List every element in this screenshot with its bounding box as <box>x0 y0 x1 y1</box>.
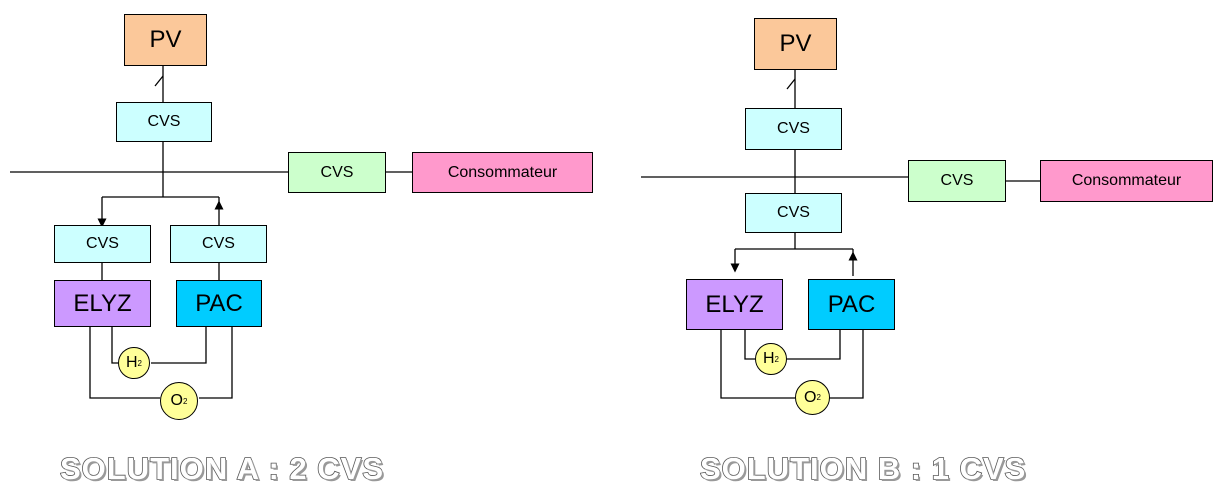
solution-b-cvs-storage-label: CVS <box>777 204 810 221</box>
solution-a-consumer-label: Consommateur <box>447 163 558 181</box>
solution-b-o2-symbol: O <box>804 388 817 406</box>
solution-a-o2-symbol: O <box>170 392 183 409</box>
solution-a-cvs-pac-box: CVS <box>170 225 267 263</box>
solution-b-o2-subscript: 2 <box>816 393 821 402</box>
solution-b-h2-subscript: 2 <box>774 354 779 364</box>
solution-b-pac-label: PAC <box>827 290 876 318</box>
solution-a-wiring <box>10 66 412 399</box>
solution-b-cvs-storage-box: CVS <box>745 193 842 233</box>
solution-a-cvs-consumer-box: CVS <box>288 152 386 193</box>
solution-b-cvs-consumer-label: CVS <box>940 172 974 189</box>
solution-a-pac-label: PAC <box>195 289 243 317</box>
solution-b-cvs-pv-box: CVS <box>745 108 842 150</box>
solution-b-cvs-pv-label: CVS <box>777 120 810 137</box>
solution-a-h2-subscript: 2 <box>137 358 142 368</box>
solution-b-pv-box: PV <box>754 18 837 70</box>
solution-a-pv-label: PV <box>149 26 182 53</box>
solution-a-elyz-label: ELYZ <box>73 289 132 317</box>
solution-a-pac-box: PAC <box>176 280 262 327</box>
solution-b-cvs-consumer-box: CVS <box>908 160 1006 202</box>
solution-b-elyz-label: ELYZ <box>705 290 764 318</box>
solution-b-h2-symbol: H <box>762 350 775 367</box>
solution-a-cvs-consumer-label: CVS <box>320 163 354 181</box>
solution-a-cvs-pv-box: CVS <box>116 102 212 142</box>
solution-a-cvs-elyz-box: CVS <box>54 225 151 263</box>
solution-a-cvs-pv-label: CVS <box>147 113 181 130</box>
solution-b-pv-label: PV <box>779 30 812 57</box>
solution-a-pv-box: PV <box>124 14 207 66</box>
solution-a-o2-subscript: 2 <box>183 396 188 406</box>
solution-a-cvs-pac-label: CVS <box>202 235 235 252</box>
solution-a-consumer-box: Consommateur <box>412 152 593 193</box>
solution-b-consumer-box: Consommateur <box>1040 160 1213 202</box>
solution-b-elyz-box: ELYZ <box>686 279 783 330</box>
solution-b-pac-box: PAC <box>808 279 895 330</box>
solution-a-h2-symbol: H <box>125 354 138 371</box>
solution-b-wiring <box>641 70 1040 399</box>
solution-a-cvs-elyz-label: CVS <box>86 235 119 252</box>
solution-b-consumer-label: Consommateur <box>1071 172 1182 189</box>
solution-b-caption: SOLUTION B : 1 CVS <box>699 450 1027 487</box>
solution-a-caption: SOLUTION A : 2 CVS <box>59 450 385 487</box>
solution-a-elyz-box: ELYZ <box>54 280 151 327</box>
